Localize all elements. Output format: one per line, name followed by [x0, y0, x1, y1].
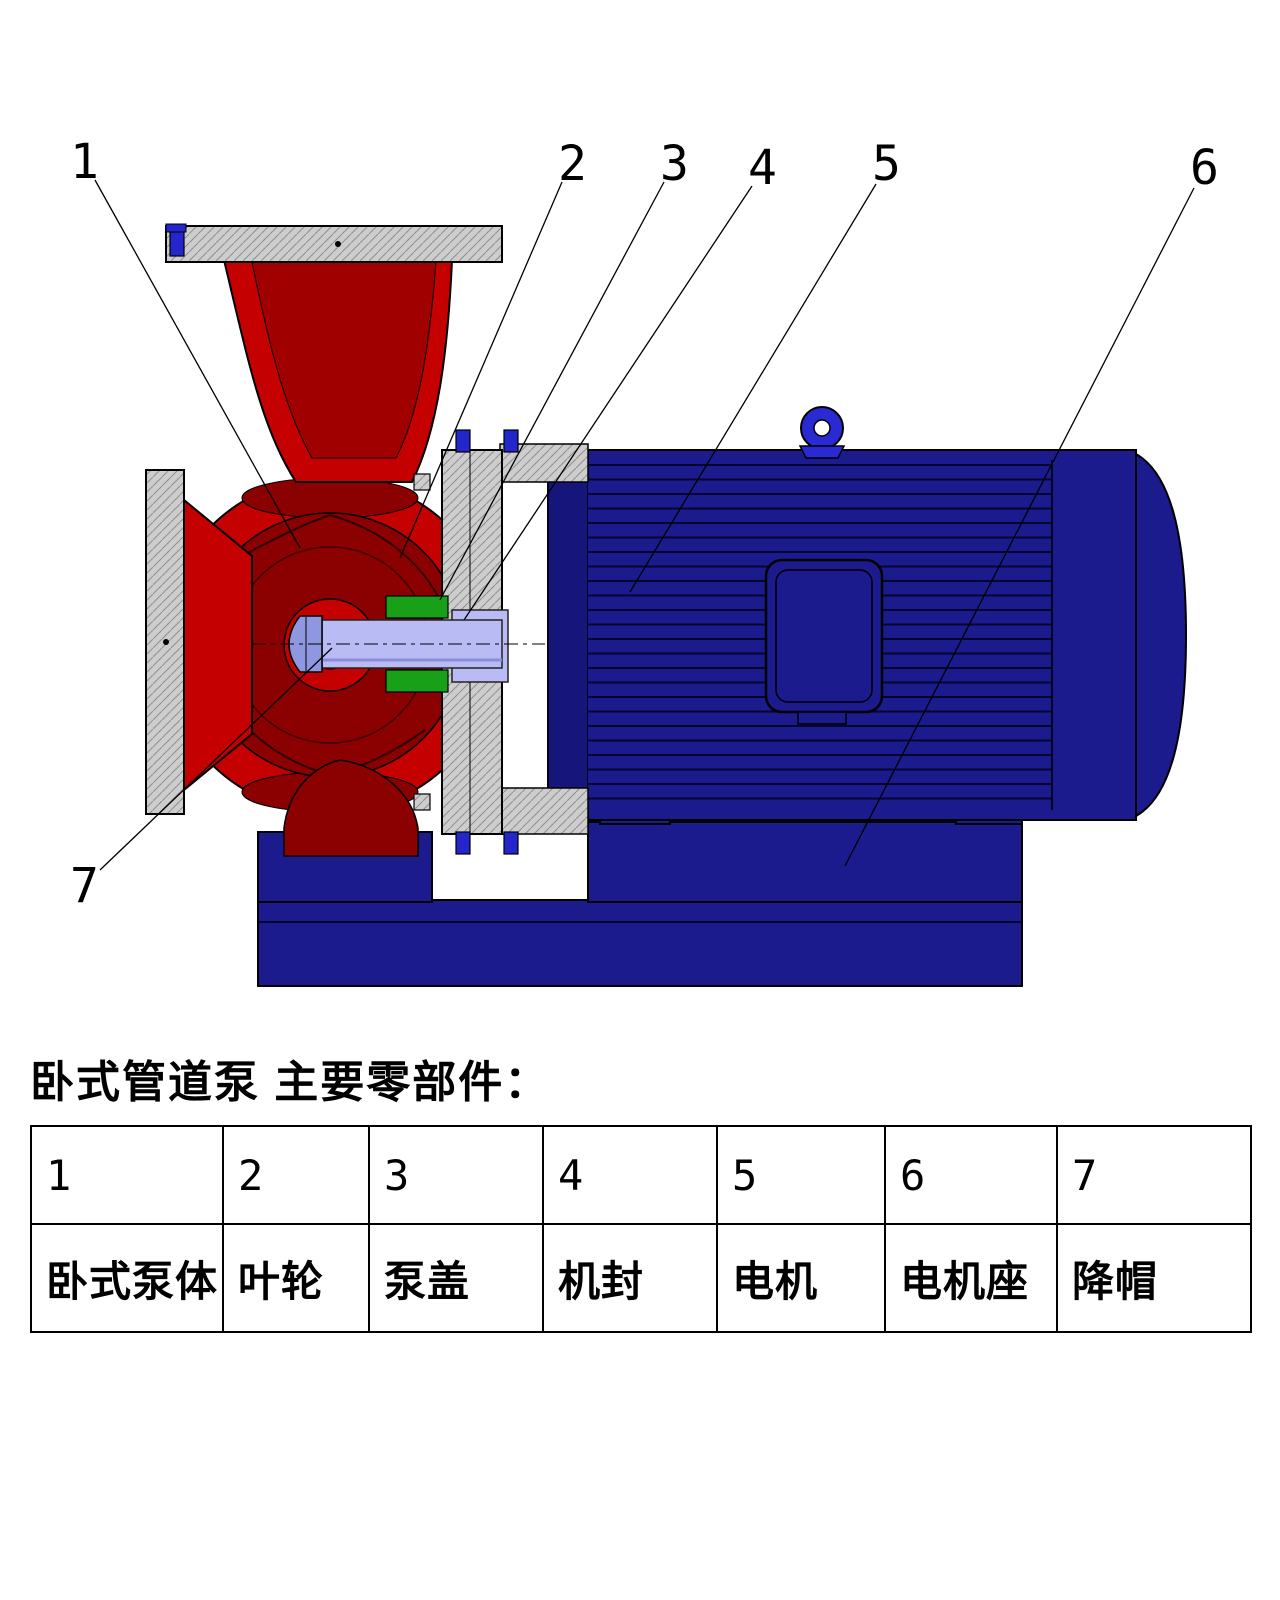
- callout-leader-lines: [94, 179, 1195, 871]
- callout-line-1: [94, 179, 301, 549]
- part-number-cell: 3: [368, 1125, 544, 1225]
- callout-line-5: [629, 183, 877, 593]
- callout-6: 6: [1190, 140, 1219, 196]
- suction-cone: [183, 497, 253, 793]
- parts-table: 1 2 3 4 5 6 7 卧式泵体 叶轮 泵盖 机封 电机 电机座 降帽: [30, 1125, 1252, 1333]
- motor: [547, 406, 1188, 821]
- part-name-cell: 电机座: [884, 1223, 1058, 1333]
- part-name-cell: 降帽: [1056, 1223, 1252, 1333]
- base-plate: [257, 899, 1023, 987]
- suction-flange: [145, 469, 253, 815]
- pump-pedestal: [283, 759, 419, 857]
- motor-bracket: [499, 443, 589, 835]
- mechanical-seal: [385, 595, 449, 693]
- part-number-cell: 7: [1056, 1125, 1252, 1225]
- part-number-cell: 2: [222, 1125, 370, 1225]
- callout-line-7: [99, 647, 333, 871]
- callout-4: 4: [748, 140, 777, 196]
- callout-line-4: [463, 185, 753, 621]
- part-name-cell: 机封: [542, 1223, 718, 1333]
- part-name-cell: 泵盖: [368, 1223, 544, 1333]
- parts-table-number-row: 1 2 3 4 5 6 7: [30, 1125, 1252, 1225]
- callout-line-3: [439, 181, 665, 601]
- lifting-eye-icon: [798, 406, 846, 459]
- shaft-cap-nut: [288, 615, 323, 673]
- part-number-cell: 6: [884, 1125, 1058, 1225]
- part-name-cell: 卧式泵体: [30, 1223, 224, 1333]
- motor-nameplate: [764, 558, 884, 725]
- part-name-cell: 电机: [716, 1223, 886, 1333]
- discharge-volute: [222, 259, 454, 483]
- callout-7: 7: [70, 858, 99, 914]
- part-number-cell: 4: [542, 1125, 718, 1225]
- pump-cross-section-drawing: 1 2 3 4 5 6 7: [70, 134, 1219, 987]
- callout-3: 3: [660, 136, 689, 192]
- callout-line-6: [844, 187, 1195, 867]
- diagram-title: 卧式管道泵 主要零部件：: [30, 1058, 551, 1107]
- callout-line-2: [399, 181, 563, 559]
- part-number-cell: 1: [30, 1125, 224, 1225]
- motor-rear-cap: [1131, 450, 1188, 820]
- part-name-cell: 叶轮: [222, 1223, 370, 1333]
- callout-1: 1: [70, 134, 99, 190]
- parts-table-name-row: 卧式泵体 叶轮 泵盖 机封 电机 电机座 降帽: [30, 1223, 1252, 1333]
- part-number-cell: 5: [716, 1125, 886, 1225]
- discharge-flange: [165, 223, 503, 263]
- callout-2: 2: [558, 136, 587, 192]
- callout-5: 5: [872, 136, 901, 192]
- motor-front-bell: [547, 449, 589, 821]
